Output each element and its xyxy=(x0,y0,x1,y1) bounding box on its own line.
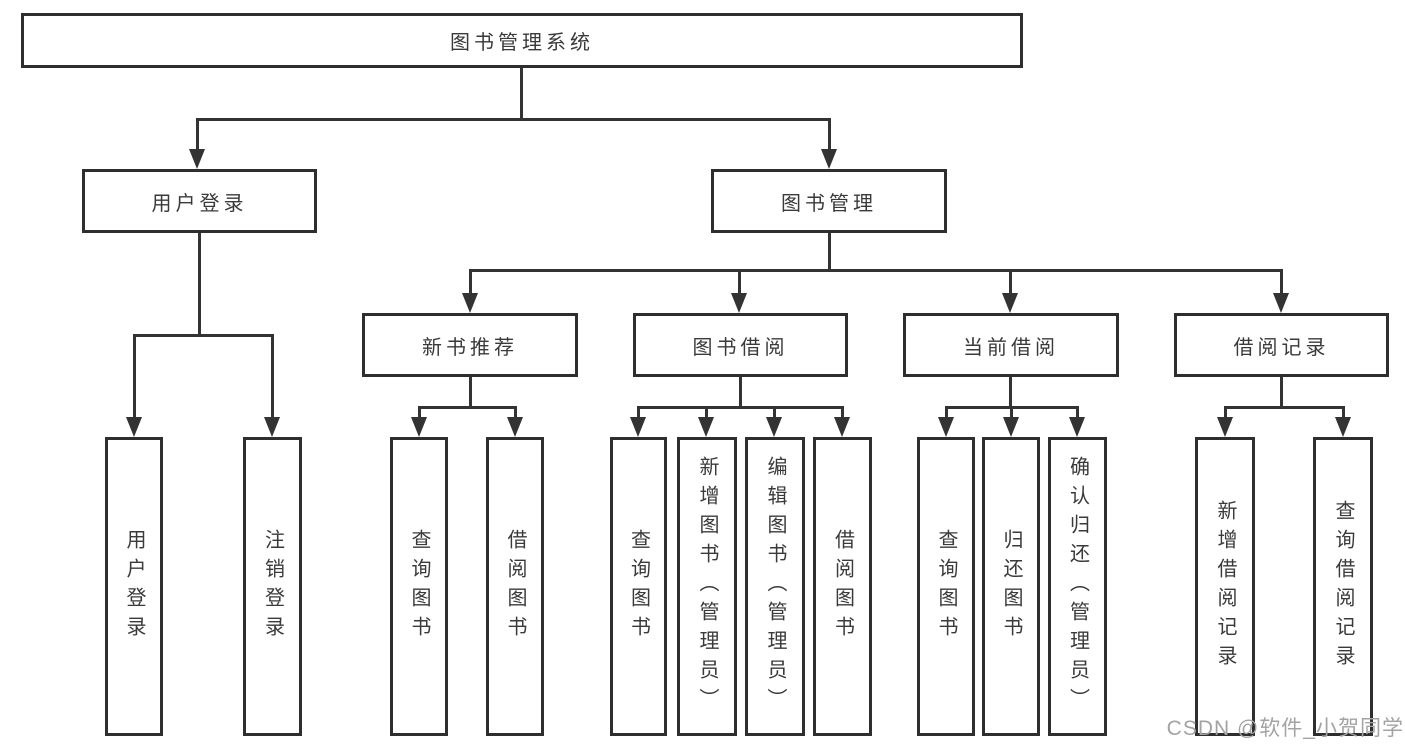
leaf-label: 编辑图书（管理员） xyxy=(764,456,786,717)
arrowhead-down-icon xyxy=(938,417,954,437)
leaf-label: 新增图书（管理员） xyxy=(696,456,718,717)
arrowhead-down-icon xyxy=(264,417,280,437)
arrowhead-down-icon xyxy=(1002,293,1018,313)
leaf-add-books-admin: 新增图书（管理员） xyxy=(677,437,737,736)
arrowhead-down-icon xyxy=(731,293,747,313)
connector-drop xyxy=(1009,269,1012,296)
leaf-label: 查询图书 xyxy=(627,528,650,645)
arrowhead-down-icon xyxy=(821,149,837,169)
connector-drop xyxy=(196,118,199,152)
arrowhead-down-icon xyxy=(126,417,142,437)
node-root-library-system: 图书管理系统 xyxy=(21,13,1023,68)
arrowhead-down-icon xyxy=(411,417,427,437)
connector-drop xyxy=(514,406,517,420)
connector-bar xyxy=(469,269,1283,272)
arrowhead-down-icon xyxy=(1003,417,1019,437)
arrowhead-down-icon xyxy=(462,293,478,313)
leaf-label: 确认归还（管理员） xyxy=(1066,456,1089,717)
leaf-edit-books-admin: 编辑图书（管理员） xyxy=(745,437,805,736)
connector-drop xyxy=(945,406,948,420)
connector-stem xyxy=(1009,377,1012,409)
connector-drop xyxy=(418,406,421,420)
leaf-query-books-recommend: 查询图书 xyxy=(390,437,448,736)
leaf-return-books: 归还图书 xyxy=(982,437,1040,736)
arrowhead-down-icon xyxy=(507,417,523,437)
leaf-logout: 注销登录 xyxy=(243,437,302,736)
connector-drop xyxy=(271,334,274,420)
connector-drop xyxy=(133,334,136,420)
connector-drop xyxy=(828,118,831,152)
connector-stem xyxy=(739,377,742,409)
leaf-label: 注销登录 xyxy=(261,528,284,645)
connector-stem xyxy=(1280,377,1283,409)
connector-drop xyxy=(637,406,640,420)
leaf-label: 查询图书 xyxy=(935,528,957,645)
arrowhead-down-icon xyxy=(1335,417,1351,437)
connector-drop xyxy=(1342,406,1345,420)
connector-drop xyxy=(738,269,741,296)
connector-drop xyxy=(705,406,708,420)
arrowhead-down-icon xyxy=(1273,293,1289,313)
connector-drop xyxy=(841,406,844,420)
leaf-confirm-return-admin: 确认归还（管理员） xyxy=(1048,437,1107,736)
node-book-management: 图书管理 xyxy=(711,169,947,233)
arrowhead-down-icon xyxy=(189,149,205,169)
connector-drop xyxy=(1076,406,1079,420)
connector-drop xyxy=(1280,269,1283,296)
leaf-label: 借阅图书 xyxy=(504,528,526,645)
connector-root-bar xyxy=(197,118,831,121)
arrowhead-down-icon xyxy=(834,417,850,437)
connector-stem xyxy=(469,377,472,409)
leaf-label: 借阅图书 xyxy=(831,528,854,645)
node-user-login: 用户登录 xyxy=(82,169,317,233)
leaf-label: 用户登录 xyxy=(123,528,145,645)
node-borrowing-records: 借阅记录 xyxy=(1174,313,1389,377)
arrowhead-down-icon xyxy=(1217,417,1233,437)
leaf-user-login: 用户登录 xyxy=(105,437,163,736)
connector-bar xyxy=(418,406,517,409)
leaf-label: 查询借阅记录 xyxy=(1332,499,1354,674)
arrowhead-down-icon xyxy=(698,417,714,437)
connector-stem xyxy=(828,233,831,272)
leaf-query-borrow-record: 查询借阅记录 xyxy=(1313,437,1373,736)
connector-drop xyxy=(1010,406,1013,420)
connector-bar xyxy=(1224,406,1345,409)
watermark: CSDN @软件_小贺同学 xyxy=(1166,717,1404,740)
leaf-borrow-books-recommend: 借阅图书 xyxy=(486,437,544,736)
connector-stem xyxy=(198,233,201,335)
leaf-query-books-borrow: 查询图书 xyxy=(610,437,667,736)
leaf-label: 归还图书 xyxy=(1000,528,1022,645)
arrowhead-down-icon xyxy=(766,417,782,437)
connector-drop xyxy=(469,269,472,296)
arrowhead-down-icon xyxy=(1069,417,1085,437)
node-book-borrowing: 图书借阅 xyxy=(633,313,848,377)
node-current-borrowing: 当前借阅 xyxy=(903,313,1119,377)
connector-drop xyxy=(1224,406,1227,420)
connector-root-stem xyxy=(520,68,523,119)
leaf-query-books-current: 查询图书 xyxy=(917,437,975,736)
leaf-label: 新增借阅记录 xyxy=(1214,499,1236,674)
connector-bar xyxy=(133,334,273,337)
connector-drop xyxy=(773,406,776,420)
node-new-book-recommend: 新书推荐 xyxy=(362,313,578,377)
leaf-add-borrow-record: 新增借阅记录 xyxy=(1195,437,1255,736)
leaf-label: 查询图书 xyxy=(408,528,430,645)
arrowhead-down-icon xyxy=(630,417,646,437)
connector-bar xyxy=(637,406,844,409)
leaf-borrow-books: 借阅图书 xyxy=(813,437,872,736)
